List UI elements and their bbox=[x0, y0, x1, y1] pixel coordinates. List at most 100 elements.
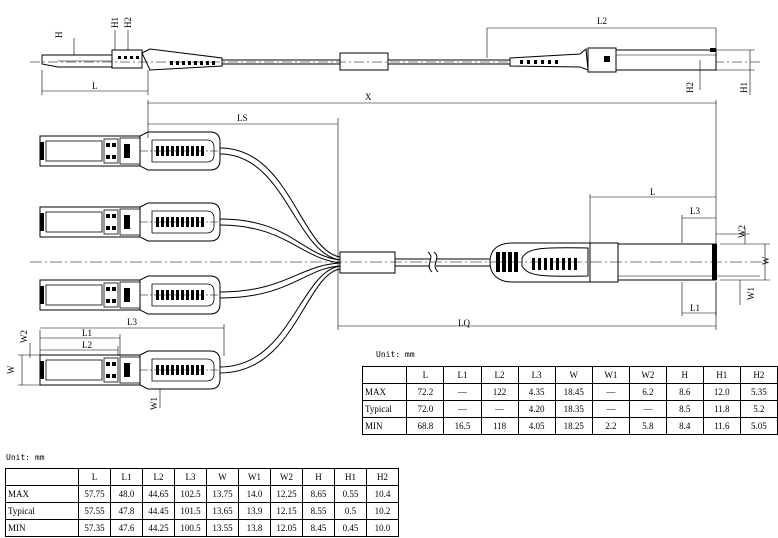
table-cell: 5.05 bbox=[739, 417, 778, 435]
table-header-cell: H2 bbox=[366, 468, 399, 486]
table-cell: 48.0 bbox=[110, 485, 143, 503]
table-header-cell: W1 bbox=[591, 366, 630, 384]
table-cell: 18.25 bbox=[554, 417, 593, 435]
label-top-L: L bbox=[92, 81, 98, 91]
table-cell: 72.0 bbox=[406, 400, 445, 418]
label-LQ: LQ bbox=[458, 318, 470, 328]
label-top-H1: H1 bbox=[110, 17, 120, 28]
table-cell: — bbox=[480, 400, 519, 418]
table-cell: MIN bbox=[5, 519, 79, 537]
table-cell: 100.5 bbox=[174, 519, 207, 537]
table-cell: 0.5 bbox=[334, 502, 367, 520]
table-cell: 47.6 bbox=[110, 519, 143, 537]
table-header-cell bbox=[5, 468, 79, 486]
label-top-H2: H2 bbox=[123, 17, 133, 28]
table-cell: 0.55 bbox=[334, 485, 367, 503]
table-cell: 68.8 bbox=[406, 417, 445, 435]
label-top-H1-right: H1 bbox=[739, 82, 749, 93]
table-header-row: L L1 L2 L3 W W1 W2 H H1 H2 bbox=[361, 366, 778, 384]
table-row: Typical 72.0 — — 4.20 18.35 — — 8.5 11.8… bbox=[361, 400, 778, 418]
table-header-cell: W bbox=[554, 366, 593, 384]
table-row: MAX 72.2 — 122 4.35 18.45 — 6.2 8.6 12.0… bbox=[361, 383, 778, 401]
label-L1-qsfp: L1 bbox=[690, 303, 700, 313]
table-header-cell: L3 bbox=[517, 366, 556, 384]
label-W2-qsfp: W2 bbox=[737, 225, 747, 238]
table-cell: MAX bbox=[361, 383, 408, 401]
table-header-cell: H1 bbox=[334, 468, 367, 486]
table-cell: 16.5 bbox=[443, 417, 482, 435]
table-header-cell: H1 bbox=[702, 366, 741, 384]
table-cell: 18.35 bbox=[554, 400, 593, 418]
table-header-cell: L1 bbox=[110, 468, 143, 486]
table-cell: 44.65 bbox=[142, 485, 175, 503]
label-L-qsfp: L bbox=[650, 187, 656, 197]
label-top-H: H bbox=[54, 31, 64, 38]
table-cell: 101.5 bbox=[174, 502, 207, 520]
label-LS: LS bbox=[237, 113, 248, 123]
table-cell: 12.25 bbox=[270, 485, 303, 503]
table-cell: 5.2 bbox=[739, 400, 778, 418]
table-cell: 12.0 bbox=[702, 383, 741, 401]
table-cell: MIN bbox=[361, 417, 408, 435]
label-L1-sfp: L1 bbox=[82, 328, 92, 338]
qsfp-connector bbox=[489, 242, 717, 283]
table-cell: — bbox=[628, 400, 667, 418]
table-header-cell: W2 bbox=[628, 366, 667, 384]
sfp-connector-4 bbox=[39, 350, 221, 390]
table-row: MAX 57.75 48.0 44.65 102.5 13.75 14.0 12… bbox=[5, 485, 399, 503]
sfp-connector-2 bbox=[39, 202, 221, 242]
label-W-qsfp: W bbox=[761, 256, 771, 265]
table-cell: 57.55 bbox=[78, 502, 111, 520]
side-view-assembly bbox=[30, 47, 760, 73]
qsfp-spec-table: L L1 L2 L3 W W1 W2 H H1 H2 MAX 72.2 — 12… bbox=[361, 366, 778, 435]
table-cell: 2.2 bbox=[591, 417, 630, 435]
table-header-cell: L bbox=[406, 366, 445, 384]
table-header-cell: L1 bbox=[443, 366, 482, 384]
table-cell: 118 bbox=[480, 417, 519, 435]
table-cell: 8.45 bbox=[302, 519, 335, 537]
table-header-cell: L2 bbox=[142, 468, 175, 486]
table-header-cell bbox=[361, 366, 408, 384]
table-cell: 14.0 bbox=[238, 485, 271, 503]
table-cell: 11.6 bbox=[702, 417, 741, 435]
table-cell: 47.8 bbox=[110, 502, 143, 520]
table-cell: 4.05 bbox=[517, 417, 556, 435]
table-header-cell: L3 bbox=[174, 468, 207, 486]
table-cell: 6.2 bbox=[628, 383, 667, 401]
table-cell: — bbox=[591, 383, 630, 401]
label-top-H2-right: H2 bbox=[685, 82, 695, 93]
table-cell: 0.45 bbox=[334, 519, 367, 537]
table-cell: 8.4 bbox=[665, 417, 704, 435]
table-row: MIN 57.35 47.6 44.25 100.5 13.55 13.8 12… bbox=[5, 519, 399, 537]
table-cell: — bbox=[591, 400, 630, 418]
table-cell: 13.75 bbox=[206, 485, 239, 503]
table-cell: 4.20 bbox=[517, 400, 556, 418]
table-cell: 13.65 bbox=[206, 502, 239, 520]
table-header-cell: L bbox=[78, 468, 111, 486]
table-cell: 8.5 bbox=[665, 400, 704, 418]
table-cell: 10.4 bbox=[366, 485, 399, 503]
table-row: MIN 68.8 16.5 118 4.05 18.25 2.2 5.8 8.4… bbox=[361, 417, 778, 435]
table-cell: — bbox=[443, 400, 482, 418]
label-top-L2: L2 bbox=[597, 16, 607, 26]
table-header-row: L L1 L2 L3 W W1 W2 H H1 H2 bbox=[5, 468, 399, 486]
breakout-cables bbox=[219, 147, 490, 374]
table-header-cell: W2 bbox=[270, 468, 303, 486]
table-cell: 8.55 bbox=[302, 502, 335, 520]
table-cell: 10.2 bbox=[366, 502, 399, 520]
table-cell: 122 bbox=[480, 383, 519, 401]
table-cell: 72.2 bbox=[406, 383, 445, 401]
sfp-connector-1 bbox=[39, 131, 221, 171]
sfp-unit-label: Unit: mm bbox=[6, 453, 45, 462]
table-cell: 13.8 bbox=[238, 519, 271, 537]
label-W1-sfp: W1 bbox=[149, 397, 159, 410]
table-cell: 8.65 bbox=[302, 485, 335, 503]
table-cell: MAX bbox=[5, 485, 79, 503]
table-cell: 57.35 bbox=[78, 519, 111, 537]
sfp-connector-3 bbox=[39, 275, 221, 315]
label-W2-sfp: W2 bbox=[19, 330, 29, 343]
sfp-spec-table: L L1 L2 L3 W W1 W2 H H1 H2 MAX 57.75 48.… bbox=[5, 468, 399, 537]
label-X: X bbox=[365, 92, 372, 102]
main-dimension-lines bbox=[18, 100, 770, 408]
